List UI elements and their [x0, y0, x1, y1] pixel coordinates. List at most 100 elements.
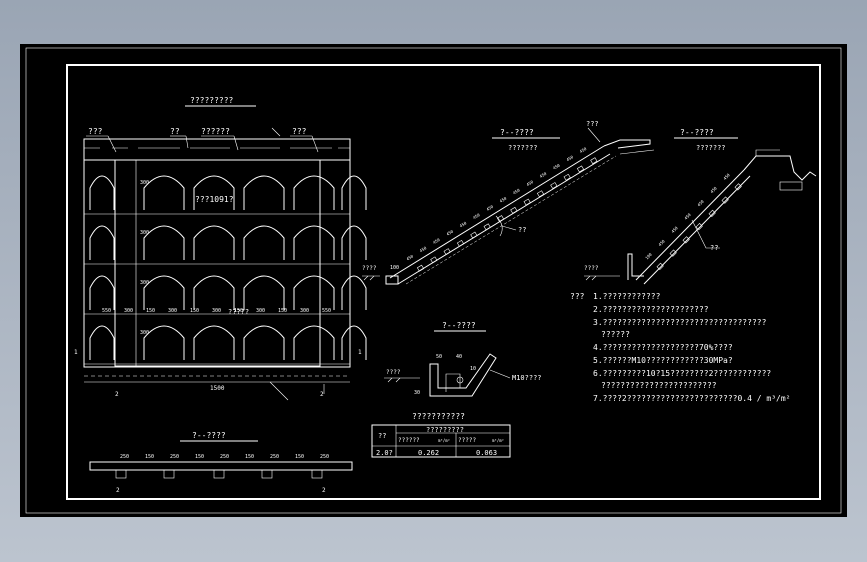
rib-tick: [590, 157, 598, 165]
leader-i: [271, 127, 281, 137]
plan-post: [213, 469, 225, 479]
rib-22-tick: [734, 183, 742, 191]
angle-label: ??: [518, 226, 526, 234]
section-33-left-label: ????: [386, 369, 401, 376]
spacing-dim: 300: [300, 308, 309, 314]
rib-tick: [576, 165, 585, 173]
toe-block: [385, 275, 399, 285]
plan-post: [261, 469, 273, 479]
arch-cell: [243, 325, 285, 360]
rib-tick: [536, 190, 545, 198]
cell-label: ?????: [228, 308, 249, 316]
slope-dim: 450: [459, 220, 468, 228]
slope-11-dims: 4504504504504504504504504504504504504504…: [405, 146, 598, 272]
dim-33-1: 40: [456, 354, 462, 360]
plan-dim: 150: [145, 454, 154, 460]
arch-cell: [193, 325, 235, 360]
arch-cell: [293, 325, 335, 360]
arch-cell: [341, 325, 367, 360]
grid-frame: [83, 159, 351, 368]
arch-cell: [89, 175, 115, 210]
slope-22-dim: 450: [709, 185, 718, 194]
rib-tick: [510, 206, 518, 214]
arch-label: ???1091?: [195, 195, 234, 204]
arch-cell: [193, 175, 235, 210]
arch-cell: [243, 175, 285, 210]
plan-dim: 250: [170, 454, 179, 460]
section-22-subtitle: ???????: [696, 144, 726, 152]
rib-22-tick: [721, 196, 729, 204]
crest-22-cap: [755, 149, 780, 156]
table-header-0: ??: [378, 432, 386, 440]
table-header-3: ?????: [458, 437, 476, 444]
side-mark-left: 2: [115, 391, 119, 398]
section-3-3: ?--???? ???? M10???? 50 40 10 30: [384, 321, 542, 397]
leader-d: [185, 135, 189, 149]
rib-22-tick: [669, 249, 677, 257]
slope-22-dim: 450: [657, 238, 666, 247]
leader-f: [233, 135, 239, 151]
note-3: ??????: [601, 330, 630, 339]
notes-heading: ???: [570, 292, 585, 301]
slope-dim: 450: [419, 245, 428, 253]
rib-tick: [523, 198, 531, 206]
table-header-2: ??????: [398, 437, 420, 444]
elevation-title: ?????????: [190, 96, 234, 105]
plan-mark-left: 2: [116, 487, 120, 494]
arch-cell: [143, 175, 185, 210]
crest-cap: [603, 139, 651, 149]
toe-dim: 100: [390, 265, 399, 271]
callout-3: ???: [292, 127, 307, 136]
material-leader: [489, 369, 511, 379]
plan-strip-bar: [89, 461, 353, 471]
section-mark-right: 1: [358, 349, 362, 356]
slope-dim: 450: [512, 187, 521, 195]
ditch-block: [779, 181, 803, 191]
angle-22-label: ??: [710, 244, 718, 252]
plan-strip-title: ?--????: [192, 431, 226, 440]
arch-cell: [89, 275, 115, 310]
table-header-1: ?????????: [426, 426, 464, 434]
rib-tick: [563, 173, 571, 181]
plan-dim: 150: [295, 454, 304, 460]
spacing-dim: 300: [168, 308, 177, 314]
arch-cell: [341, 175, 367, 210]
slope-22-dim: 450: [683, 212, 692, 221]
spacing-dim: 300: [256, 308, 265, 314]
toe-22-wall: [627, 253, 644, 280]
note-1: 2.??????????????????????: [593, 305, 709, 314]
spacing-dim: 550: [102, 308, 111, 314]
arch-cells: [84, 160, 367, 366]
plan-dim: 250: [270, 454, 279, 460]
plan-post: [115, 469, 127, 479]
arch-cell: [293, 225, 335, 260]
slope-dim: 450: [525, 179, 534, 187]
arch-cell: [143, 225, 185, 260]
rib-22-tick: [695, 223, 703, 231]
spacing-dim: 150: [190, 308, 199, 314]
spacing-dim: 150: [278, 308, 287, 314]
notes-block: ??? 1.???????????? 2.???????????????????…: [570, 292, 790, 403]
arch-cell: [293, 175, 335, 210]
table-border: [371, 424, 511, 458]
note-6: 6.?????????10?15????????2????????????: [593, 369, 771, 378]
slope-dim: 450: [472, 212, 481, 220]
height-dim: 300: [140, 180, 149, 186]
slope-22-dim: 100: [644, 251, 653, 260]
section-33-ground: [384, 377, 420, 383]
rib-tick: [483, 223, 491, 231]
arch-cell: [243, 275, 285, 310]
slope-22-dim: 450: [670, 225, 679, 234]
note-5: 5.??????M10????????????30MPa?: [593, 356, 733, 365]
height-dim: 300: [140, 230, 149, 236]
plan-mark-right: 2: [322, 487, 326, 494]
rib-22-tick: [682, 236, 690, 244]
crest-22-profile: [743, 155, 817, 181]
slope-22-dim: 450: [722, 172, 731, 181]
slope-dim: 450: [405, 253, 414, 261]
cad-drawing: ????????? ??? ?? ?????? ??? 550 300 150 300…: [25, 47, 842, 514]
plan-dim: 250: [220, 454, 229, 460]
arch-cell: [143, 325, 185, 360]
